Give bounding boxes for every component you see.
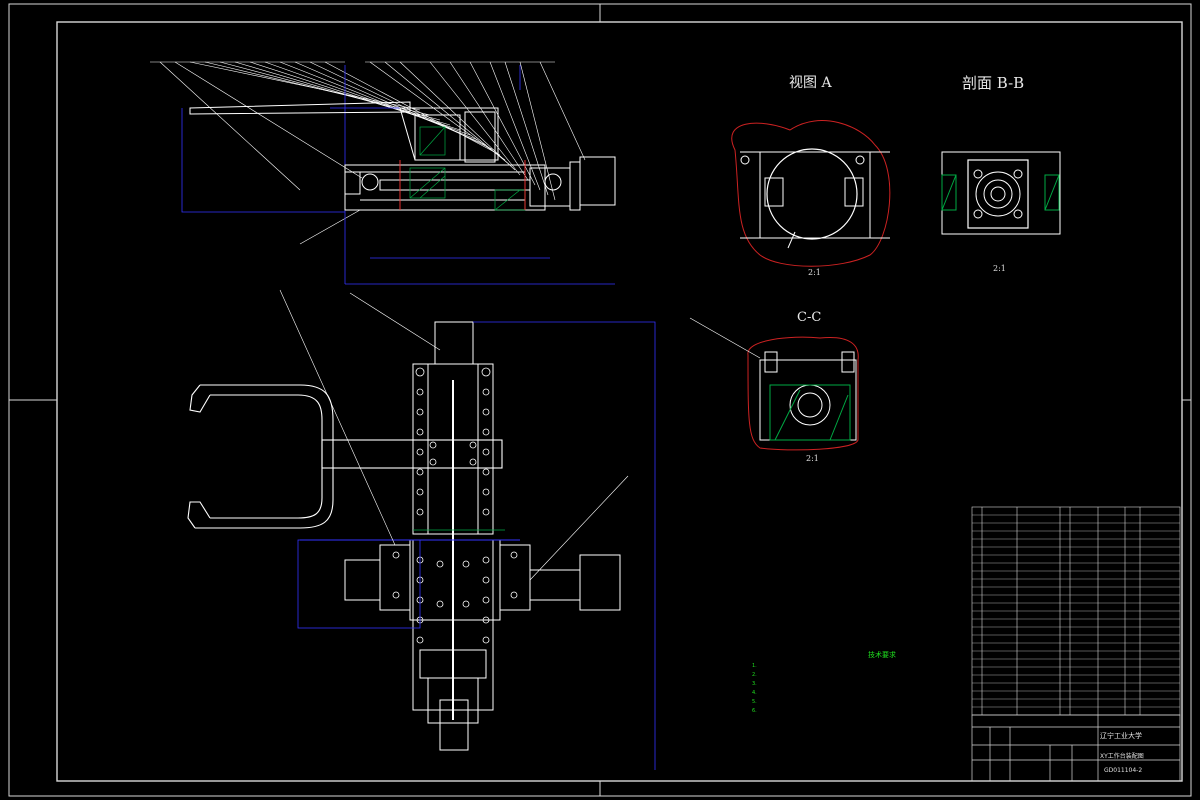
section-bb-title: 剖面 B-B [962,74,1025,92]
plan-view-dimensions [297,321,656,770]
fastener-holes [392,367,518,644]
title-block [971,714,1181,782]
top-view-cutting-marks [399,160,526,210]
note-line: 1. [752,663,757,669]
plan-view-leaders [279,289,629,581]
title-block-drawing-name: XY工作台装配图 [1100,753,1144,760]
top-view-assembly [189,101,616,211]
technical-requirements-title: 技术要求 [868,651,896,659]
note-line: 2. [752,672,757,678]
note-line: 4. [752,690,757,696]
x-axis-slide [300,539,621,621]
title-block-drawing-code: GD011104-2 [1104,767,1143,774]
view-a-title: 视图 A [789,75,832,91]
view-a-scale: 2:1 [808,268,821,277]
section-cc-title: C-C [797,310,822,325]
technical-requirements: 技术要求 1. 2. 3. 4. 5. 6. [752,651,972,716]
note-line: 5. [752,699,757,705]
section-cc-detail [689,317,859,451]
bom-rows [972,514,1180,708]
section-bb-scale: 2:1 [993,264,1006,273]
top-view-dimensions [181,65,615,285]
welding-gun-arm [187,384,503,529]
note-line: 6. [752,708,757,714]
note-line: 3. [752,681,757,687]
y-axis-slide [412,321,494,751]
section-bb-detail [941,151,1061,235]
title-block-school: 辽宁工业大学 [1100,732,1142,740]
top-view-leaders [150,61,586,245]
section-cc-scale: 2:1 [806,454,819,463]
view-a-detail [731,120,891,267]
sheet-border [8,3,1192,797]
top-view-hatching [409,126,526,211]
